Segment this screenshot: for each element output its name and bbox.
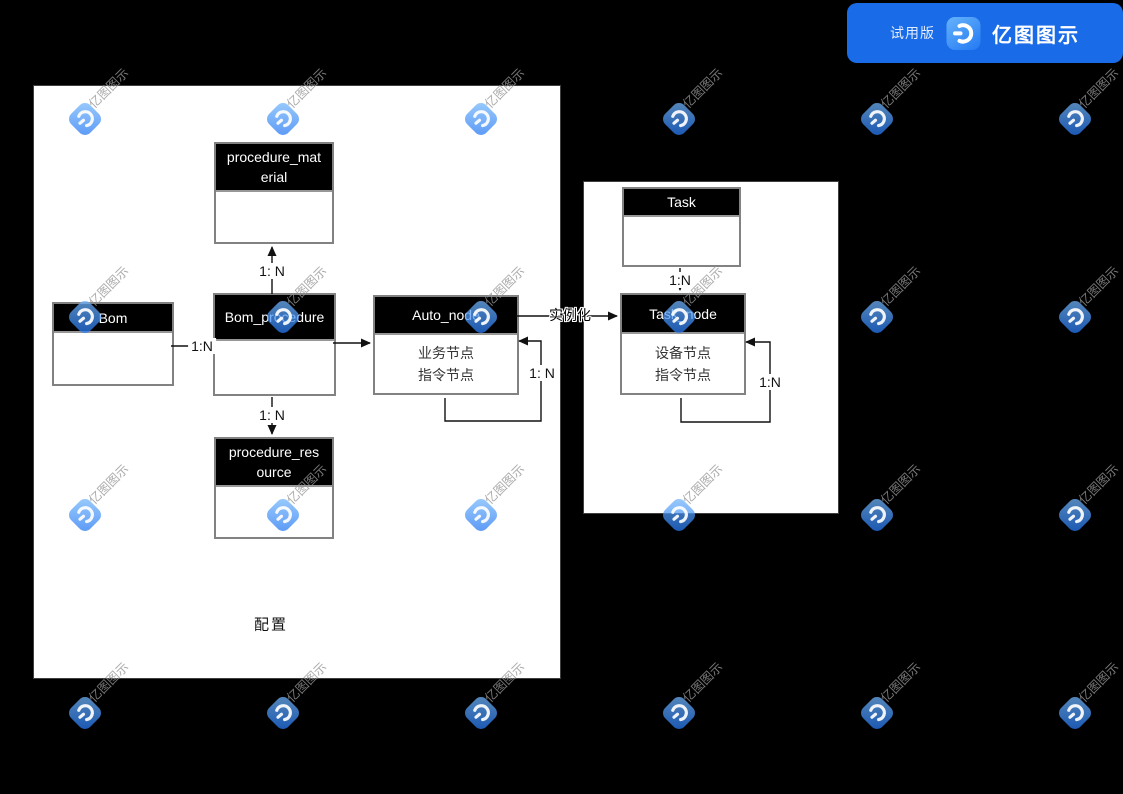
svg-text:亿图图示: 亿图图示 bbox=[878, 65, 924, 111]
edraw-diamond-logo-icon: 亿图图示 bbox=[1059, 65, 1122, 135]
edraw-watermark: 亿图图示 bbox=[850, 57, 968, 153]
edraw-watermark: 亿图图示 bbox=[652, 57, 770, 153]
trial-banner[interactable]: 试用版 亿图图示 bbox=[847, 3, 1123, 63]
svg-text:亿图图示: 亿图图示 bbox=[1076, 65, 1122, 111]
svg-text:亿图图示: 亿图图示 bbox=[680, 659, 726, 705]
entity-task-node[interactable]: Task_node 设备节点 指令节点 bbox=[620, 293, 746, 395]
entity-body: 业务节点 指令节点 bbox=[375, 335, 517, 393]
svg-text:亿图图示: 亿图图示 bbox=[1076, 461, 1122, 507]
svg-text:亿图图示: 亿图图示 bbox=[1076, 263, 1122, 309]
entity-title: procedure_resource bbox=[216, 439, 332, 487]
app-name-label: 亿图图示 bbox=[992, 24, 1080, 47]
entity-body bbox=[624, 217, 739, 265]
entity-bom-procedure[interactable]: Bom_procedure bbox=[213, 293, 336, 396]
entity-title: procedure_material bbox=[216, 144, 332, 192]
edraw-watermark: 亿图图示 bbox=[850, 453, 968, 549]
relation-label-bomprocedure-procedureresource[interactable]: 1: N bbox=[256, 407, 288, 423]
edraw-diamond-logo-icon: 亿图图示 bbox=[861, 461, 924, 531]
relation-label-bom-bomprocedure[interactable]: 1:N bbox=[188, 338, 216, 354]
edraw-diamond-logo-icon: 亿图图示 bbox=[861, 659, 924, 729]
entity-body-line: 业务节点 bbox=[418, 345, 474, 361]
entity-procedure-material[interactable]: procedure_material bbox=[214, 142, 334, 244]
edraw-diamond-logo-icon: 亿图图示 bbox=[1059, 659, 1122, 729]
entity-body-line: 指令节点 bbox=[655, 366, 711, 383]
entity-body: 设备节点 指令节点 bbox=[622, 334, 744, 393]
svg-text:亿图图示: 亿图图示 bbox=[878, 461, 924, 507]
connector-tasknode-selfloop[interactable] bbox=[680, 337, 771, 423]
svg-text:亿图图示: 亿图图示 bbox=[680, 65, 726, 111]
svg-text:亿图图示: 亿图图示 bbox=[1076, 659, 1122, 705]
edraw-diamond-logo-icon: 亿图图示 bbox=[663, 65, 726, 135]
config-group-label: 配置 bbox=[253, 616, 289, 634]
entity-title: Bom_procedure bbox=[215, 295, 334, 341]
svg-text:亿图图示: 亿图图示 bbox=[878, 263, 924, 309]
entity-body bbox=[54, 333, 172, 384]
edraw-watermark: 亿图图示 bbox=[1048, 57, 1123, 153]
edraw-watermark: 亿图图示 bbox=[1048, 453, 1123, 549]
entity-body-line: 指令节点 bbox=[418, 367, 474, 383]
entity-procedure-resource[interactable]: procedure_resource bbox=[214, 437, 334, 539]
entity-title: Bom bbox=[54, 304, 172, 333]
edraw-watermark: 亿图图示 bbox=[652, 651, 770, 747]
relation-label-instantiation[interactable]: 实例化 bbox=[549, 307, 591, 323]
relation-label-task-tasknode[interactable]: 1:N bbox=[666, 272, 694, 288]
edraw-watermark: 亿图图示 bbox=[1048, 255, 1123, 351]
trial-version-label: 试用版 bbox=[890, 25, 935, 41]
edraw-diamond-logo-icon: 亿图图示 bbox=[663, 659, 726, 729]
entity-body bbox=[215, 341, 334, 394]
relation-label-bomprocedure-procedurematerial[interactable]: 1: N bbox=[256, 263, 288, 279]
entity-auto-node[interactable]: Auto_node 业务节点 指令节点 bbox=[373, 295, 519, 395]
edraw-logo-icon bbox=[946, 16, 981, 51]
relation-label-tasknode-selfloop[interactable]: 1:N bbox=[756, 374, 784, 390]
edraw-watermark: 亿图图示 bbox=[850, 255, 968, 351]
edraw-diamond-logo-icon: 亿图图示 bbox=[1059, 263, 1122, 333]
entity-body bbox=[216, 192, 332, 242]
edraw-diamond-logo-icon: 亿图图示 bbox=[861, 65, 924, 135]
entity-body bbox=[216, 487, 332, 537]
entity-body-line: 设备节点 bbox=[655, 344, 711, 361]
entity-bom[interactable]: Bom bbox=[52, 302, 174, 386]
entity-title: Task_node bbox=[622, 295, 744, 334]
svg-text:亿图图示: 亿图图示 bbox=[878, 659, 924, 705]
connector-autonode-selfloop[interactable] bbox=[444, 336, 542, 422]
entity-title: Auto_node bbox=[375, 297, 517, 335]
edraw-diamond-logo-icon: 亿图图示 bbox=[1059, 461, 1122, 531]
edraw-watermark: 亿图图示 bbox=[850, 651, 968, 747]
edraw-diamond-logo-icon: 亿图图示 bbox=[861, 263, 924, 333]
entity-task[interactable]: Task bbox=[622, 187, 741, 267]
entity-title: Task bbox=[624, 189, 739, 217]
relation-label-autonode-selfloop[interactable]: 1: N bbox=[526, 365, 558, 381]
edraw-watermark: 亿图图示 bbox=[1048, 651, 1123, 747]
